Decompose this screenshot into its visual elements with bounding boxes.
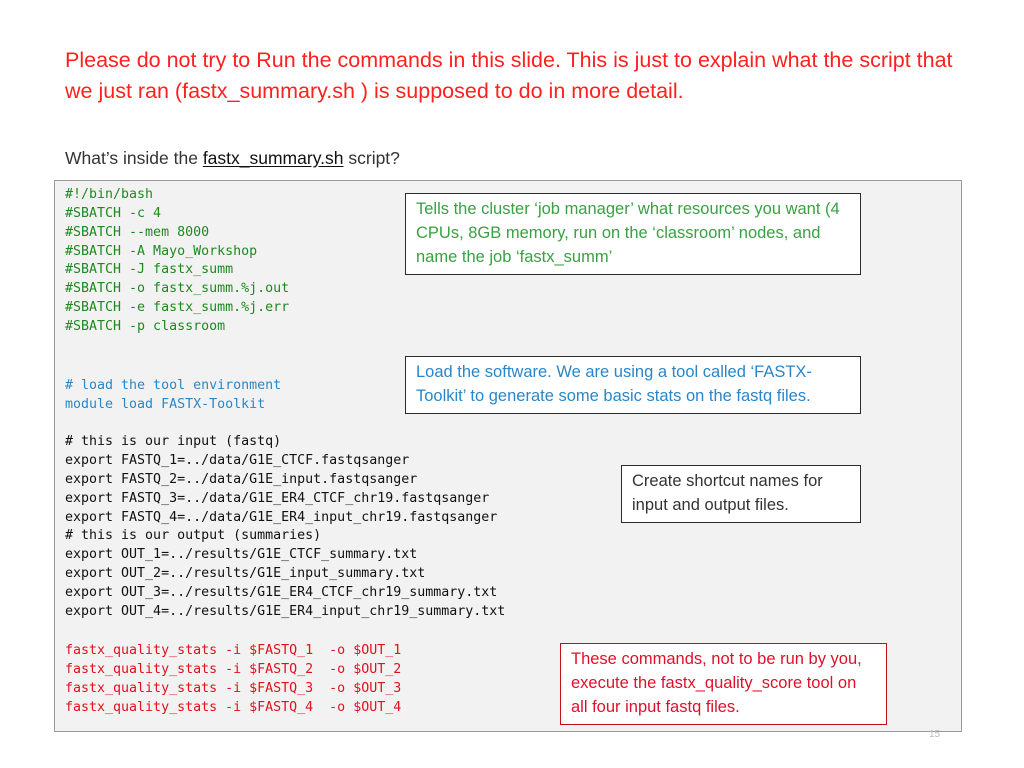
code-line-command-2: fastx_quality_stats -i $FASTQ_2 -o $OUT_…	[65, 662, 402, 677]
code-line-export-out-2: export OUT_2=../results/G1E_input_summar…	[65, 566, 426, 581]
page-number: 15	[929, 729, 941, 740]
note-commands: These commands, not to be run by you, ex…	[560, 643, 887, 725]
code-line-sbatch-cpus: #SBATCH -c 4	[65, 206, 162, 221]
code-line-sbatch-partition: #SBATCH -p classroom	[65, 319, 226, 334]
script-name: fastx_summary.sh	[202, 148, 344, 168]
subtitle-prefix: What’s inside the	[65, 148, 203, 168]
code-line-module-comment: # load the tool environment	[65, 378, 282, 393]
code-line-sbatch-mem: #SBATCH --mem 8000	[65, 225, 210, 240]
code-line-export-out-3: export OUT_3=../results/G1E_ER4_CTCF_chr…	[65, 585, 498, 600]
code-line-input-comment: # this is our input (fastq)	[65, 434, 282, 449]
code-line-command-1: fastx_quality_stats -i $FASTQ_1 -o $OUT_…	[65, 643, 402, 658]
code-line-command-4: fastx_quality_stats -i $FASTQ_4 -o $OUT_…	[65, 700, 402, 715]
note-resources: Tells the cluster ‘job manager’ what res…	[405, 193, 861, 275]
subtitle-suffix: script?	[343, 148, 400, 168]
note-shortcuts: Create shortcut names for input and outp…	[621, 465, 861, 523]
code-line-shebang: #!/bin/bash	[65, 187, 154, 202]
code-line-module-load: module load FASTX-Toolkit	[65, 397, 266, 412]
code-line-export-fastq-3: export FASTQ_3=../data/G1E_ER4_CTCF_chr1…	[65, 491, 490, 506]
code-line-sbatch-jobname: #SBATCH -J fastx_summ	[65, 262, 234, 277]
code-line-output-comment: # this is our output (summaries)	[65, 528, 322, 543]
code-line-sbatch-err: #SBATCH -e fastx_summ.%j.err	[65, 300, 290, 315]
code-line-sbatch-out: #SBATCH -o fastx_summ.%j.out	[65, 281, 290, 296]
code-line-export-fastq-4: export FASTQ_4=../data/G1E_ER4_input_chr…	[65, 510, 498, 525]
code-line-export-fastq-2: export FASTQ_2=../data/G1E_input.fastqsa…	[65, 472, 418, 487]
code-line-command-3: fastx_quality_stats -i $FASTQ_3 -o $OUT_…	[65, 681, 402, 696]
code-line-export-fastq-1: export FASTQ_1=../data/G1E_CTCF.fastqsan…	[65, 453, 410, 468]
code-line-sbatch-account: #SBATCH -A Mayo_Workshop	[65, 244, 258, 259]
code-line-export-out-4: export OUT_4=../results/G1E_ER4_input_ch…	[65, 604, 506, 619]
note-software: Load the software. We are using a tool c…	[405, 356, 861, 414]
warning-text: Please do not try to Run the commands in…	[65, 48, 953, 103]
slide-subtitle: What’s inside the fastx_summary.sh scrip…	[65, 146, 400, 170]
code-line-export-out-1: export OUT_1=../results/G1E_CTCF_summary…	[65, 547, 418, 562]
